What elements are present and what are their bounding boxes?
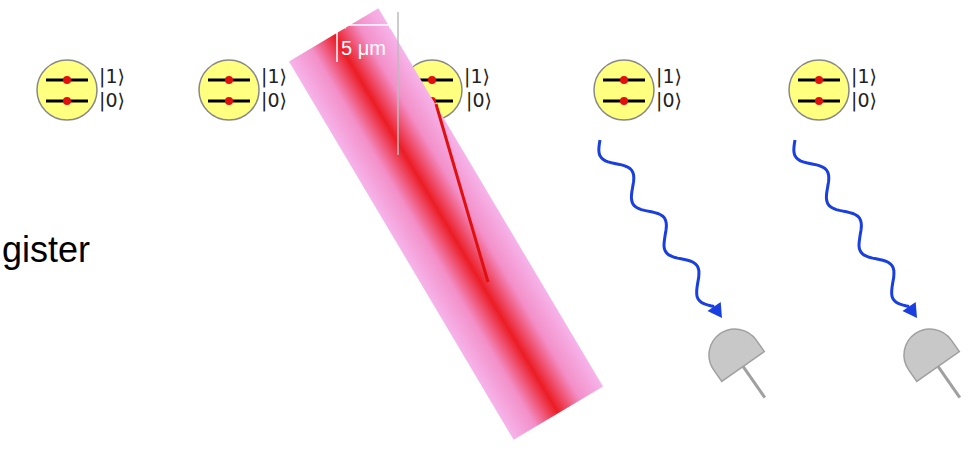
ion-circle	[789, 60, 849, 120]
ket-label: |1⟩	[851, 67, 877, 86]
photon-wave	[794, 140, 909, 307]
electron-dot	[815, 76, 823, 84]
ket-label: |0⟩	[99, 91, 125, 110]
electron-dot	[815, 97, 823, 105]
ion-symbol	[594, 60, 654, 120]
ion-symbol	[37, 60, 97, 120]
laser-beam	[289, 8, 603, 439]
photon-wave	[599, 140, 714, 307]
electron-dot	[620, 76, 628, 84]
ket-label: |0⟩	[656, 91, 682, 110]
ion-symbol	[789, 60, 849, 120]
ion-group	[37, 60, 849, 120]
title-fragment: gister	[2, 232, 90, 268]
detector-symbol	[699, 319, 786, 413]
ion-circle	[199, 60, 259, 120]
dimension-arrow	[342, 24, 393, 26]
photon-arrowhead	[708, 302, 723, 318]
electron-dot	[63, 97, 71, 105]
ion-symbol	[199, 60, 259, 120]
ket-label: |1⟩	[99, 67, 125, 86]
ion-circle	[594, 60, 654, 120]
photon-arrowhead	[903, 302, 918, 318]
electron-dot	[225, 97, 233, 105]
photon-group	[599, 140, 917, 318]
ket-label: |1⟩	[464, 67, 490, 86]
ket-label: |0⟩	[261, 91, 287, 110]
dimension-label: 5 μm	[341, 38, 386, 58]
ket-label: |1⟩	[656, 67, 682, 86]
electron-dot	[428, 76, 436, 84]
ket-label: |1⟩	[261, 67, 287, 86]
ket-label: |0⟩	[464, 91, 494, 110]
laser-ray	[436, 104, 488, 282]
dimension-line	[336, 12, 338, 62]
detector-symbol	[894, 319, 972, 413]
electron-dot	[620, 97, 628, 105]
ket-label: |0⟩	[851, 91, 877, 110]
ion-circle	[37, 60, 97, 120]
electron-dot	[225, 76, 233, 84]
electron-dot	[63, 76, 71, 84]
dimension-line	[397, 12, 399, 155]
